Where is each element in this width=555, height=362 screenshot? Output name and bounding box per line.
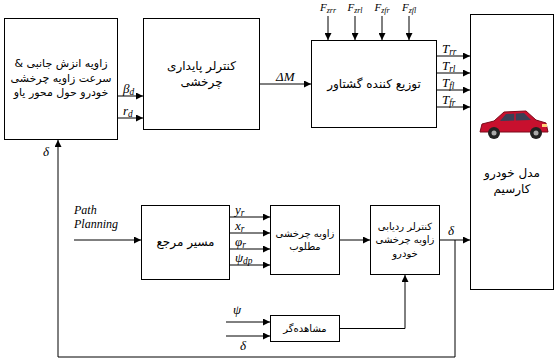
force-wire	[382, 16, 383, 40]
box-text: مدل خودرو کارسیم	[475, 165, 549, 197]
signal-label: rd	[123, 104, 133, 120]
box-text: توزیع کننده گشتاور	[327, 76, 421, 92]
box-text: کنترلر پایداری چرخشی	[148, 58, 255, 90]
car-hub	[492, 131, 497, 136]
box-text: زاویه چرخشی مطلوب	[275, 227, 335, 254]
process-box: مدل خودرو کارسیم	[470, 14, 554, 290]
signal-label: δ	[240, 339, 246, 353]
car-wheel	[530, 127, 542, 139]
signal-label: Tfr	[442, 93, 455, 109]
box-text: مشاهده‌گر	[283, 322, 326, 336]
signal-label: Trr	[442, 42, 457, 58]
signal-label: ψdp	[235, 251, 252, 267]
signal-label: Path Planning	[74, 204, 138, 232]
car-window	[500, 113, 531, 121]
force-wire	[328, 16, 329, 40]
signal-label: δ	[43, 145, 49, 159]
box-text: مسیر مرجع	[156, 234, 214, 250]
signal-label: βd	[123, 82, 134, 98]
steer-input-wire	[226, 336, 270, 337]
signal-label: Fzrl	[347, 1, 362, 16]
signal-arrow	[58, 140, 455, 357]
process-box: زاویه چرخشی مطلوب	[270, 205, 340, 275]
signal-arrow	[340, 240, 370, 241]
process-box: توزیع کننده گشتاور	[311, 40, 437, 128]
signal-label: yr	[235, 203, 244, 219]
signal-label: ψ	[233, 303, 241, 317]
process-box: زاویه انزش جانبی & سرعت زاویه چرخشی خودر…	[4, 18, 118, 140]
signal-label: δ	[448, 224, 454, 238]
car-hub	[534, 131, 539, 136]
signal-label: xr	[235, 219, 244, 235]
process-box: کنترلر پایداری چرخشی	[143, 18, 260, 130]
signal-label: Fzrr	[320, 1, 336, 16]
signal-label: φr	[235, 235, 246, 251]
signal-label: Trl	[442, 59, 455, 75]
process-box: مسیر مرجع	[141, 205, 230, 280]
signal-label: Fzfr	[374, 1, 389, 16]
box-text: کنترلر ردیابی زاویه چرخشی خودرو	[375, 220, 435, 261]
path-input-wire	[74, 240, 141, 241]
yaw-input-wire	[226, 322, 270, 323]
signal-arrow	[340, 275, 405, 329]
box-text: زاویه انزش جانبی & سرعت زاویه چرخشی خودر…	[9, 57, 113, 102]
car-wheel	[488, 127, 500, 139]
car-pillar	[514, 113, 516, 121]
signal-label: ΔM	[276, 70, 294, 84]
force-input-wires	[74, 16, 409, 336]
process-box: مشاهده‌گر	[270, 315, 340, 342]
signal-label: Tfl	[442, 76, 454, 92]
signal-label: Fzfl	[402, 1, 416, 16]
car-lamp	[542, 124, 547, 127]
force-wire	[355, 16, 356, 40]
car-illustration	[480, 111, 548, 139]
process-box: کنترلر ردیابی زاویه چرخشی خودرو	[370, 205, 440, 275]
force-wire	[409, 16, 410, 40]
